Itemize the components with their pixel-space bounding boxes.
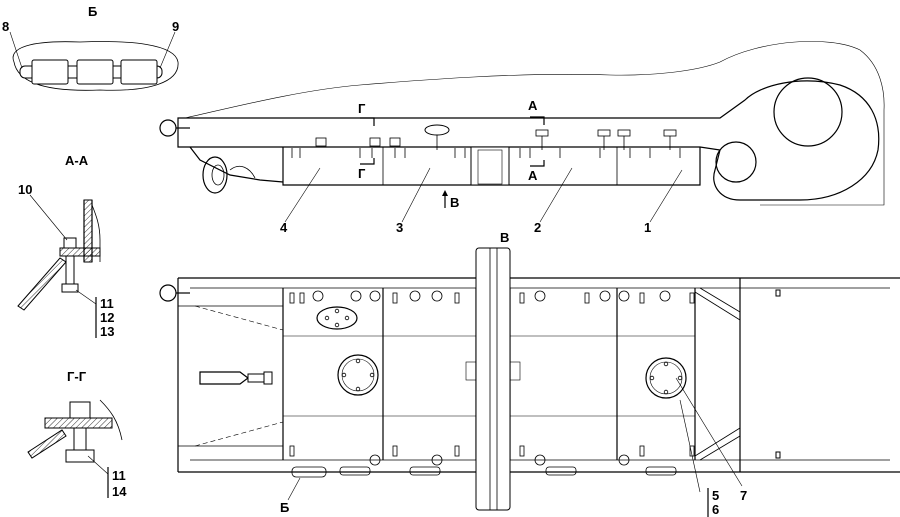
callout-2: 2 bbox=[534, 220, 541, 235]
view-b-detail: Б 8 9 bbox=[2, 4, 179, 91]
cut-a-top: А bbox=[528, 98, 538, 113]
plan-view: В bbox=[159, 230, 900, 517]
side-view: А А Г Г В 4 3 2 1 bbox=[159, 41, 885, 235]
callout-5: 5 bbox=[712, 488, 719, 503]
view-b-title: Б bbox=[88, 4, 97, 19]
callout-10: 10 bbox=[18, 182, 32, 197]
callout-1: 1 bbox=[644, 220, 651, 235]
callout-12: 12 bbox=[100, 310, 114, 325]
callout-3: 3 bbox=[396, 220, 403, 235]
view-b-pointer: Б bbox=[280, 500, 289, 515]
callout-4: 4 bbox=[280, 220, 288, 235]
view-v-title: В bbox=[500, 230, 509, 245]
callout-13: 13 bbox=[100, 324, 114, 339]
section-gg-detail: Г-Г 11 14 bbox=[27, 369, 127, 499]
section-aa-detail: А-А 10 11 12 13 bbox=[17, 153, 114, 339]
view-v-arrow-label: В bbox=[450, 195, 459, 210]
section-aa-title: А-А bbox=[65, 153, 89, 168]
callout-11-gg: 11 bbox=[112, 468, 126, 483]
callout-11-aa: 11 bbox=[100, 296, 114, 311]
callout-14: 14 bbox=[112, 484, 127, 499]
callout-8: 8 bbox=[2, 19, 9, 34]
callout-7: 7 bbox=[740, 488, 747, 503]
callout-9: 9 bbox=[172, 19, 179, 34]
cut-g-bottom: Г bbox=[358, 166, 366, 181]
cut-a-bottom: А bbox=[528, 168, 538, 183]
section-gg-title: Г-Г bbox=[67, 369, 87, 384]
callout-6: 6 bbox=[712, 502, 719, 517]
cut-g-top: Г bbox=[358, 101, 366, 116]
